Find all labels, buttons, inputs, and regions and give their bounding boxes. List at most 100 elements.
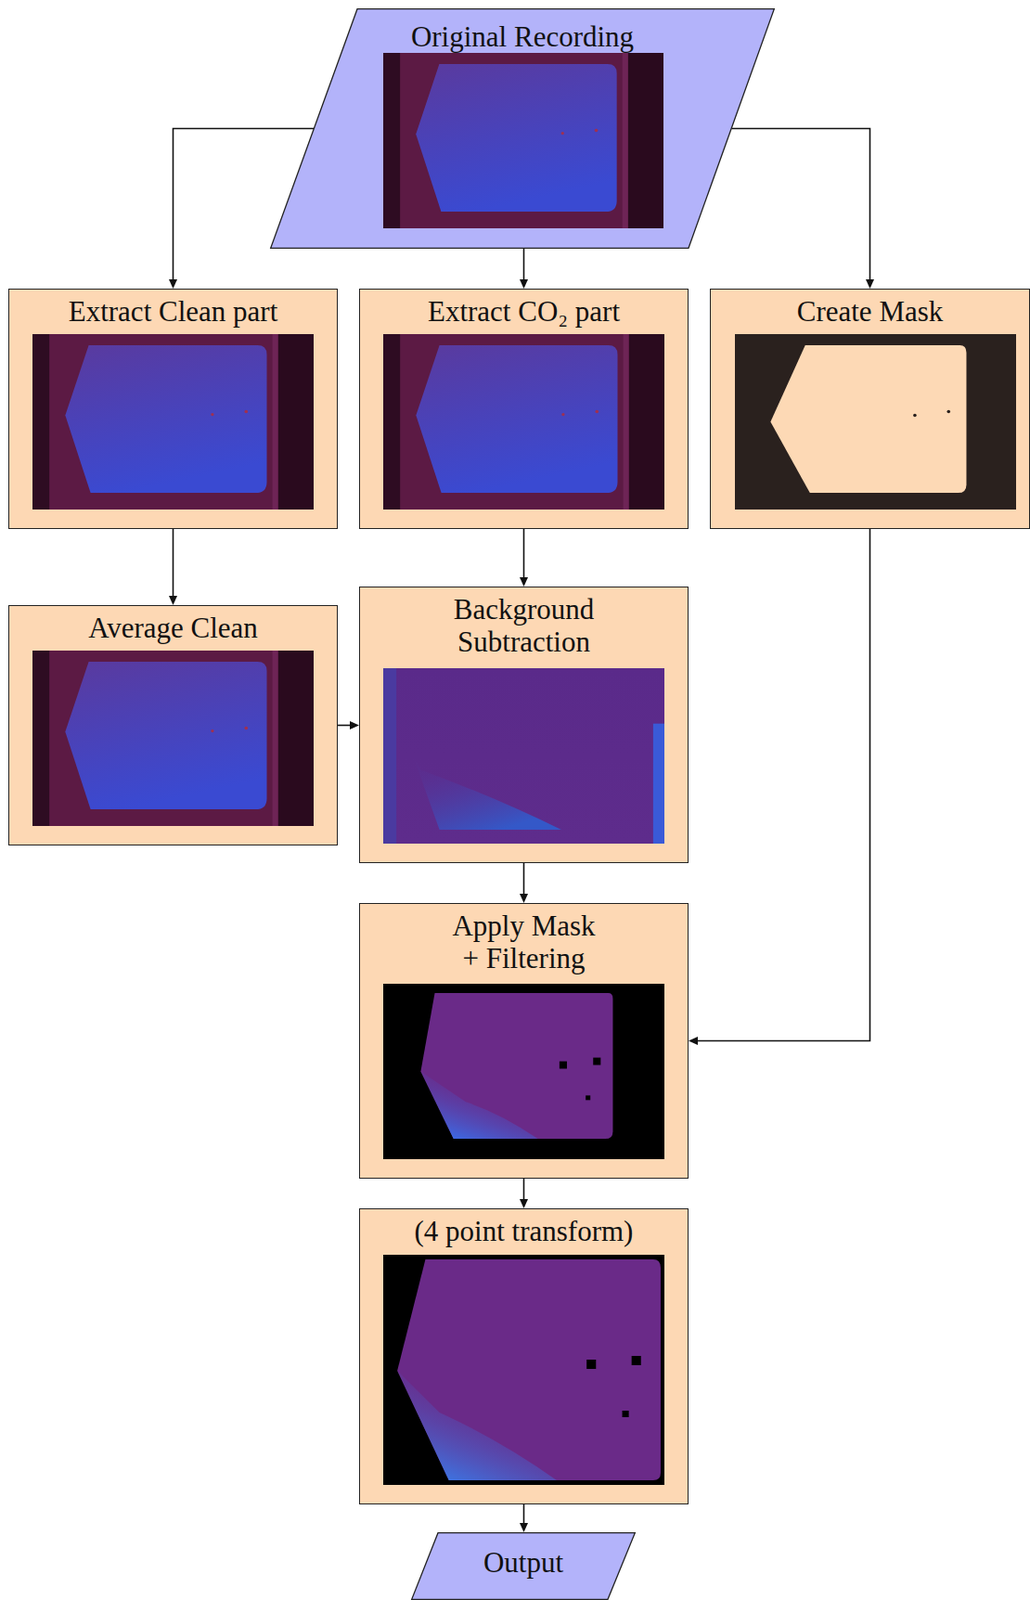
process-box: Create Mask bbox=[709, 288, 1030, 529]
image-ground bbox=[383, 334, 665, 510]
arrowhead bbox=[519, 1522, 528, 1533]
arrowhead bbox=[519, 577, 528, 587]
arrowhead bbox=[688, 1036, 698, 1045]
dark-bar bbox=[628, 52, 664, 229]
image-ground bbox=[734, 334, 1017, 510]
dot bbox=[561, 131, 565, 135]
flow-arrow bbox=[688, 528, 871, 1045]
process-box: Apply Mask + Filtering bbox=[359, 902, 689, 1179]
edge-strip bbox=[383, 668, 397, 844]
flow-arrow bbox=[519, 1178, 528, 1209]
output-parallelogram: Output bbox=[411, 1532, 636, 1600]
connector-line bbox=[697, 528, 871, 1042]
arrowhead bbox=[168, 595, 178, 606]
node-label: Extract CO₂ part bbox=[360, 296, 688, 329]
connector-line bbox=[523, 1178, 526, 1199]
dot bbox=[946, 410, 951, 414]
edge-strip bbox=[653, 723, 665, 844]
mask-image bbox=[734, 334, 1017, 510]
connector-line bbox=[523, 528, 526, 578]
image-ground bbox=[383, 52, 664, 229]
flow-arrow bbox=[519, 1504, 528, 1533]
dark-bar bbox=[32, 334, 50, 510]
node-label: (4 point transform) bbox=[360, 1215, 688, 1249]
connector-line bbox=[523, 862, 526, 894]
edge-bar bbox=[622, 52, 629, 229]
plate bbox=[415, 64, 617, 212]
average-image bbox=[32, 650, 314, 826]
subtraction-image bbox=[383, 668, 665, 844]
recording-image bbox=[383, 52, 664, 229]
process-box: Background Subtraction bbox=[359, 586, 689, 863]
masked-square bbox=[631, 1355, 642, 1365]
arrowhead bbox=[519, 279, 528, 289]
dot bbox=[244, 410, 248, 414]
process-box: Extract CO₂ part bbox=[359, 288, 689, 529]
image-ground bbox=[383, 1254, 665, 1485]
node-label: Background Subtraction bbox=[447, 593, 601, 658]
connector-line bbox=[523, 248, 526, 280]
dot bbox=[210, 412, 214, 416]
masked-square bbox=[622, 1410, 630, 1417]
blue-region bbox=[411, 751, 562, 831]
dot bbox=[561, 412, 565, 416]
node-label: Apply Mask + Filtering bbox=[447, 910, 601, 975]
plate bbox=[64, 661, 267, 810]
dot bbox=[210, 729, 214, 733]
dark-bar bbox=[383, 334, 400, 510]
masked-image bbox=[383, 983, 665, 1159]
node-label: Output bbox=[411, 1546, 636, 1580]
dark-bar bbox=[278, 650, 314, 826]
input-parallelogram: Original Recording bbox=[270, 8, 775, 249]
connector-line bbox=[523, 1504, 526, 1523]
flow-arrow bbox=[519, 248, 528, 289]
plate bbox=[415, 345, 618, 493]
connector-line bbox=[337, 724, 350, 727]
plate bbox=[397, 1259, 661, 1481]
co2-image bbox=[383, 334, 665, 510]
mask-shape bbox=[770, 345, 966, 493]
dot bbox=[594, 128, 599, 133]
dot bbox=[594, 410, 599, 414]
masked-square bbox=[592, 1057, 601, 1066]
parallelogram-fill bbox=[412, 1532, 636, 1600]
connector-line bbox=[172, 528, 175, 596]
arrowhead bbox=[349, 721, 360, 730]
plate bbox=[64, 345, 267, 493]
arrowhead bbox=[519, 893, 528, 903]
plate bbox=[420, 992, 613, 1139]
edge-bar bbox=[272, 650, 279, 826]
connector-line bbox=[732, 128, 871, 281]
masked-square bbox=[559, 1061, 567, 1069]
flow-arrow bbox=[337, 721, 360, 730]
edge-bar bbox=[272, 334, 279, 510]
dot bbox=[244, 726, 248, 731]
node-label: Original Recording bbox=[270, 21, 775, 54]
image-ground bbox=[383, 668, 665, 844]
dark-bar bbox=[383, 52, 400, 229]
image-ground bbox=[383, 983, 665, 1159]
process-box: (4 point transform) bbox=[359, 1208, 689, 1505]
blue-region bbox=[397, 1370, 557, 1481]
node-label: Average Clean bbox=[9, 612, 337, 645]
image-ground bbox=[32, 334, 314, 510]
dark-bar bbox=[629, 334, 665, 510]
node-label: Create Mask bbox=[710, 296, 1030, 329]
process-box: Average Clean bbox=[8, 605, 338, 846]
arrowhead bbox=[865, 279, 875, 289]
masked-square bbox=[585, 1094, 591, 1100]
transformed-image bbox=[383, 1254, 665, 1485]
blue-region bbox=[420, 1071, 538, 1140]
dot bbox=[913, 413, 917, 418]
flow-arrow bbox=[519, 862, 528, 903]
flow-arrow bbox=[732, 128, 876, 290]
arrowhead bbox=[519, 1198, 528, 1209]
edge-bar bbox=[623, 334, 630, 510]
flow-arrow bbox=[519, 528, 528, 587]
masked-square bbox=[586, 1359, 596, 1369]
parallelogram-fill bbox=[270, 9, 775, 249]
dark-bar bbox=[32, 650, 50, 826]
node-label: Extract Clean part bbox=[9, 296, 337, 329]
clean-image bbox=[32, 334, 314, 510]
process-box: Extract Clean part bbox=[8, 288, 338, 529]
